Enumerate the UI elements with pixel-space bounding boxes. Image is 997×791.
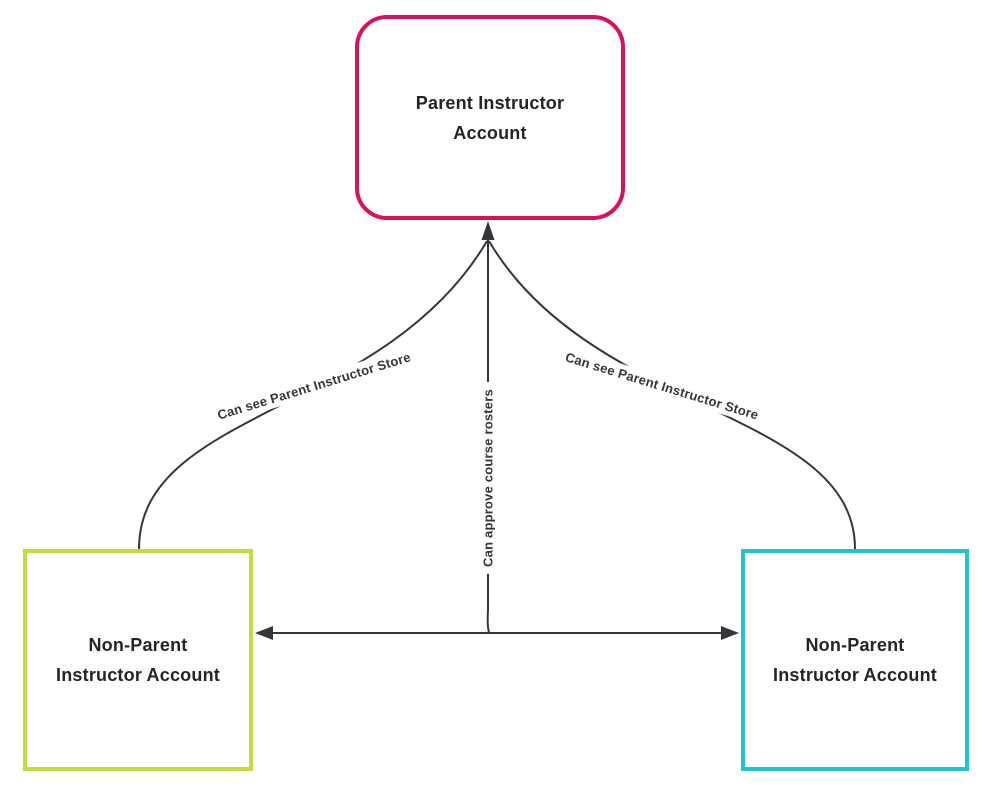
node-label-line: Non-Parent [805, 635, 905, 655]
arrowhead-right-icon [721, 626, 739, 640]
edge-left-to-parent [138, 240, 488, 550]
node-label-line: Instructor Account [56, 665, 220, 685]
node-label: Parent Instructor Account [416, 88, 564, 148]
node-label-line: Non-Parent [88, 635, 188, 655]
node-non-parent-instructor-account-left: Non-Parent Instructor Account [23, 549, 253, 771]
arrowhead-left-icon [255, 626, 273, 640]
node-label-line: Instructor Account [773, 665, 937, 685]
node-label-line: Account [453, 122, 527, 143]
arrowhead-up-icon [481, 221, 495, 240]
edge-label-can-approve-course-rosters: Can approve course rosters [478, 382, 498, 574]
node-parent-instructor-account: Parent Instructor Account [355, 15, 625, 220]
node-label: Non-Parent Instructor Account [56, 630, 220, 690]
node-label-line: Parent Instructor [415, 92, 565, 113]
node-non-parent-instructor-account-right: Non-Parent Instructor Account [741, 549, 969, 771]
node-label: Non-Parent Instructor Account [773, 630, 937, 690]
edge-center-to-parent [486, 240, 490, 633]
